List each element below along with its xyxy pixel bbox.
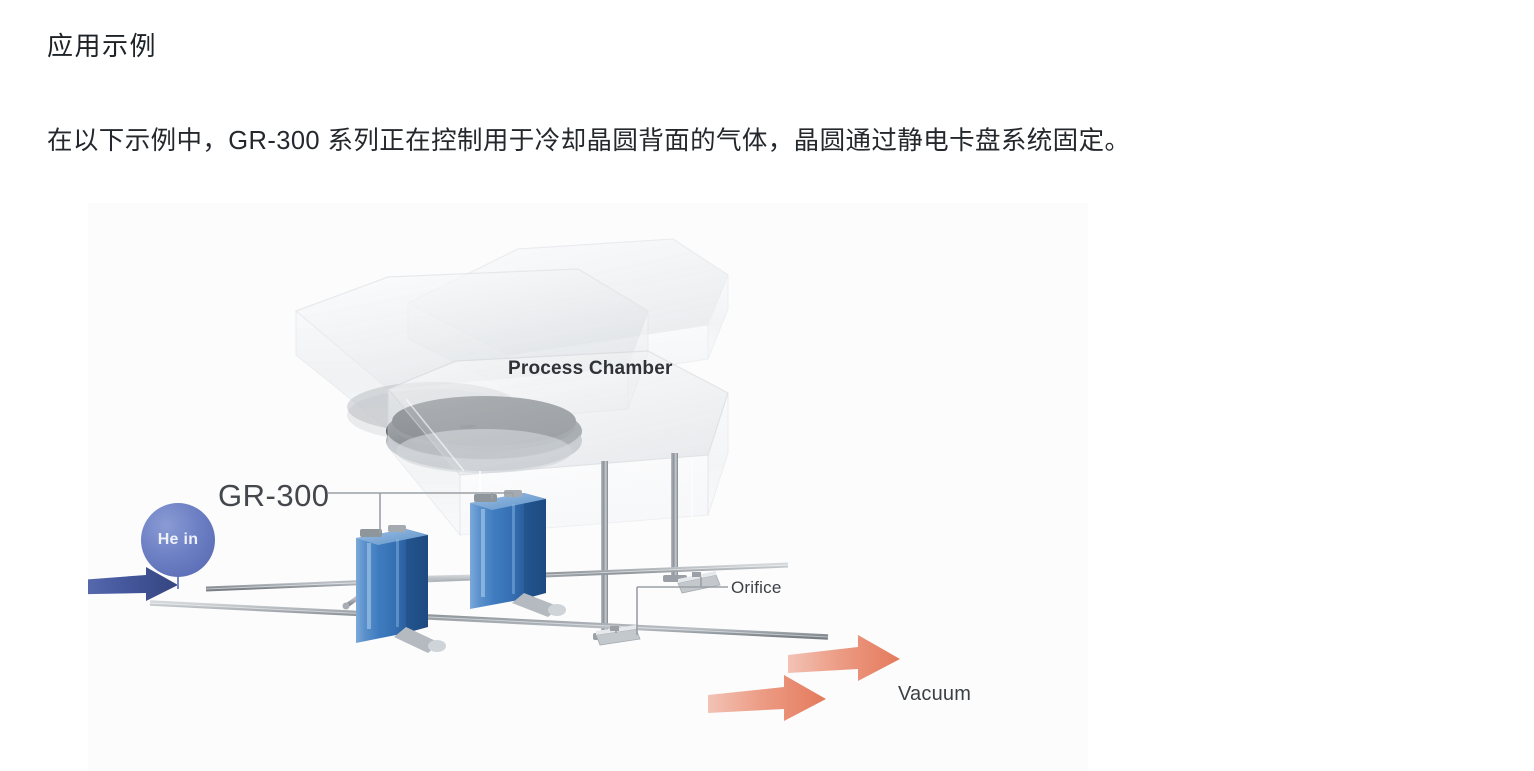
vacuum-arrow-upper [788,635,900,681]
vacuum-label: Vacuum [898,683,972,705]
he-inlet-arrow [88,567,178,601]
orifice-upper [677,571,721,594]
page-heading: 应用示例 [47,31,158,61]
orifice-leader-line [615,577,728,635]
process-chamber-label: Process Chamber [508,358,673,379]
vacuum-arrow-lower [708,675,826,721]
gr300-leader-line [328,492,514,533]
gr300-label: GR-300 [218,478,330,513]
intro-paragraph: 在以下示例中，GR-300 系列正在控制用于冷却晶圆背面的气体，晶圆通过静电卡盘… [47,127,1131,155]
he-inlet-bubble: He in [141,503,215,577]
diagram-canvas: wafer [88,238,900,721]
he-inlet-label: He in [157,531,199,548]
process-chamber: wafer [386,350,729,537]
orifice-label: Orifice [731,578,782,597]
gr300-device-2 [470,490,566,617]
he-inlet-bubble-stem [177,575,179,589]
application-example-diagram: wafer [88,203,1088,771]
gas-pipeline-lower [149,600,829,640]
gr300-device-1 [356,525,446,653]
